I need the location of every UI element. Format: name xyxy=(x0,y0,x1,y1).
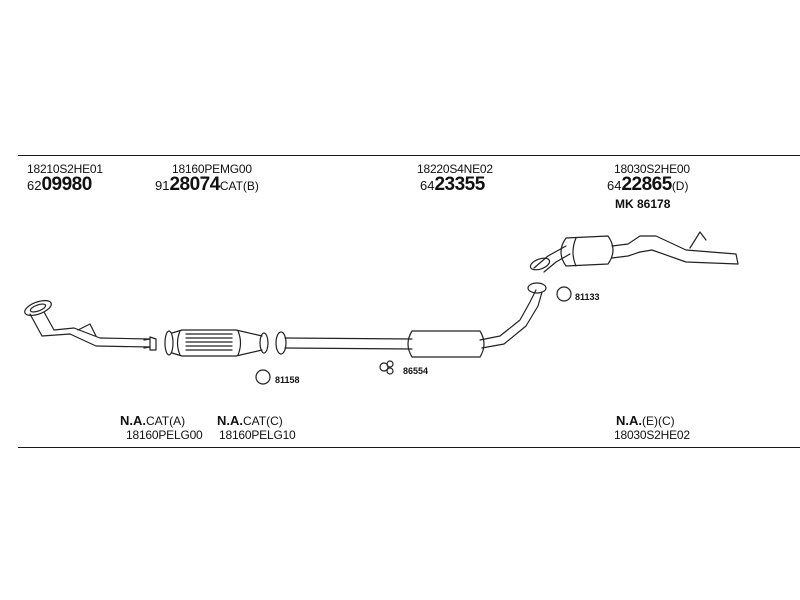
part-number-4-main: 22865 xyxy=(621,174,672,195)
part-code-2: 18160PEMG00 xyxy=(172,162,252,176)
rubber-mount-icon xyxy=(379,360,394,375)
part-number-1-main: 09980 xyxy=(41,174,92,195)
bottom-part-1-note: CAT(A) xyxy=(146,414,186,428)
part-number-4: 6422865(D) xyxy=(607,174,689,195)
bottom-part-3-code: 18030S2HE02 xyxy=(614,428,690,442)
part-number-1: 6209980 xyxy=(27,174,92,195)
bottom-part-3-note: (E)(C) xyxy=(642,414,675,428)
top-separator-line xyxy=(18,155,800,156)
part-number-2: 9128074CAT(B) xyxy=(155,174,259,195)
part-number-2-prefix: 91 xyxy=(155,178,170,193)
bottom-separator-line xyxy=(18,447,800,448)
part-number-2-suffix: CAT(B) xyxy=(219,179,259,193)
part-number-2-main: 28074 xyxy=(169,174,220,195)
part-number-3-prefix: 64 xyxy=(420,178,435,193)
bottom-part-2-code: 18160PELG10 xyxy=(219,428,296,442)
part-number-1-prefix: 62 xyxy=(27,178,42,193)
part-number-3-main: 23355 xyxy=(434,174,485,195)
ring-gasket-icon xyxy=(255,369,271,385)
bottom-part-2-na: N.A. xyxy=(217,413,243,428)
bottom-part-2: N.A.CAT(C) xyxy=(217,413,283,428)
part-number-4-prefix: 64 xyxy=(607,178,622,193)
mounting-kit-label: MK 86178 xyxy=(615,197,671,211)
bottom-part-3: N.A.(E)(C) xyxy=(616,413,675,428)
part-code-3: 18220S4NE02 xyxy=(417,162,493,176)
part-number-81133: 81133 xyxy=(575,292,600,302)
intermediate-pipe xyxy=(275,331,413,355)
bottom-part-1: N.A.CAT(A) xyxy=(120,413,185,428)
part-number-81158: 81158 xyxy=(275,375,300,385)
bottom-part-3-na: N.A. xyxy=(616,413,642,428)
bottom-part-2-note: CAT(C) xyxy=(243,414,283,428)
part-code-4: 18030S2HE00 xyxy=(614,162,690,176)
catalytic-converter xyxy=(164,329,269,357)
part-number-86554: 86554 xyxy=(403,366,429,376)
rear-silencer xyxy=(529,231,739,273)
ring-gasket-icon xyxy=(556,286,572,302)
centre-silencer xyxy=(407,282,547,358)
bottom-part-1-na: N.A. xyxy=(120,413,146,428)
part-code-1: 18210S2HE01 xyxy=(27,162,103,176)
part-number-4-suffix: (D) xyxy=(671,179,689,193)
bottom-part-1-code: 18160PELG00 xyxy=(126,428,203,442)
part-number-3: 6423355 xyxy=(420,174,485,195)
front-pipe xyxy=(24,300,157,351)
